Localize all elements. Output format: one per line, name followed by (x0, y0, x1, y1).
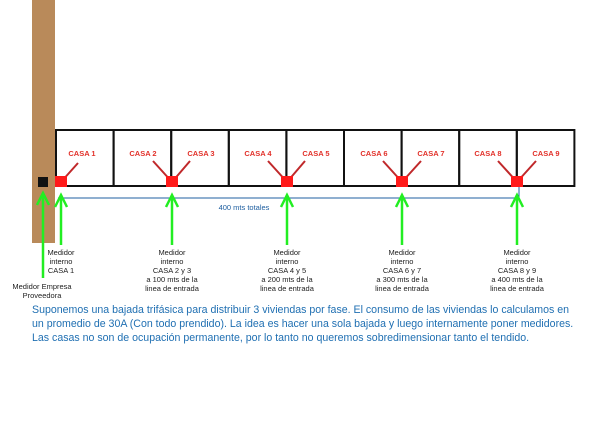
label-line: CASA 2 y 3 (152, 266, 192, 275)
house-label: CASA 8 (474, 149, 501, 158)
label-line: a 100 mts de la (146, 275, 198, 284)
house-label: CASA 3 (187, 149, 214, 158)
label-line: Proveedora (22, 291, 62, 300)
internal-meter (166, 176, 178, 187)
house-box (400, 129, 461, 187)
wiring-diagram: CASA 1 CASA 2 CASA 3 CASA 4 CASA 5 CASA 6 CASA… (32, 0, 576, 278)
label-line: CASA 8 y 9 (497, 266, 537, 275)
label-line: Medidor (47, 248, 75, 257)
house-box (343, 129, 403, 187)
internal-meter (281, 176, 293, 187)
green-arrow-icon (394, 192, 410, 208)
label-line: interno (390, 257, 414, 266)
house-box (170, 129, 230, 187)
label-line: Medidor (158, 248, 186, 257)
house-label: CASA 6 (360, 149, 387, 158)
internal-meter (55, 176, 67, 187)
label-line: a 200 mts de la (261, 275, 313, 284)
house-label: CASA 5 (302, 149, 329, 158)
house-label: CASA 4 (244, 149, 272, 158)
label-line: interno (49, 257, 73, 266)
label-line: CASA 6 y 7 (382, 266, 422, 275)
green-arrow-icon (509, 192, 525, 208)
house-label: CASA 1 (68, 149, 95, 158)
provider-meter (38, 177, 48, 187)
internal-meter (396, 176, 408, 187)
label-line: Medidor (388, 248, 416, 257)
house-label: CASA 2 (129, 149, 156, 158)
house-box (515, 129, 576, 187)
green-arrow-icon (53, 192, 69, 208)
label-line: a 300 mts de la (376, 275, 428, 284)
green-arrow-icon (35, 190, 51, 206)
house-box (112, 129, 173, 187)
label-line: linea de entrada (490, 284, 544, 293)
description-text: Suponemos una bajada trifásica para dist… (32, 304, 574, 344)
label-line: CASA 1 (47, 266, 75, 275)
house-label: CASA 7 (417, 149, 444, 158)
wood-post (32, 0, 55, 243)
house-box (285, 129, 345, 187)
house-box (458, 129, 518, 187)
label-line: interno (505, 257, 529, 266)
label-line: a 400 mts de la (491, 275, 543, 284)
distance-label: 400 mts totales (219, 203, 270, 212)
label-line: interno (160, 257, 184, 266)
label-line: Medidor Empresa (12, 282, 72, 291)
label-line: linea de entrada (145, 284, 199, 293)
house-label: CASA 9 (532, 149, 559, 158)
label-line: Medidor (503, 248, 531, 257)
house-box (227, 129, 288, 187)
label-line: Medidor (273, 248, 301, 257)
green-arrow-icon (279, 192, 295, 208)
label-line: linea de entrada (375, 284, 429, 293)
label-line: interno (275, 257, 299, 266)
label-line: CASA 4 y 5 (267, 266, 307, 275)
green-arrow-icon (164, 192, 180, 208)
label-line: linea de entrada (260, 284, 314, 293)
internal-meter (511, 176, 523, 187)
